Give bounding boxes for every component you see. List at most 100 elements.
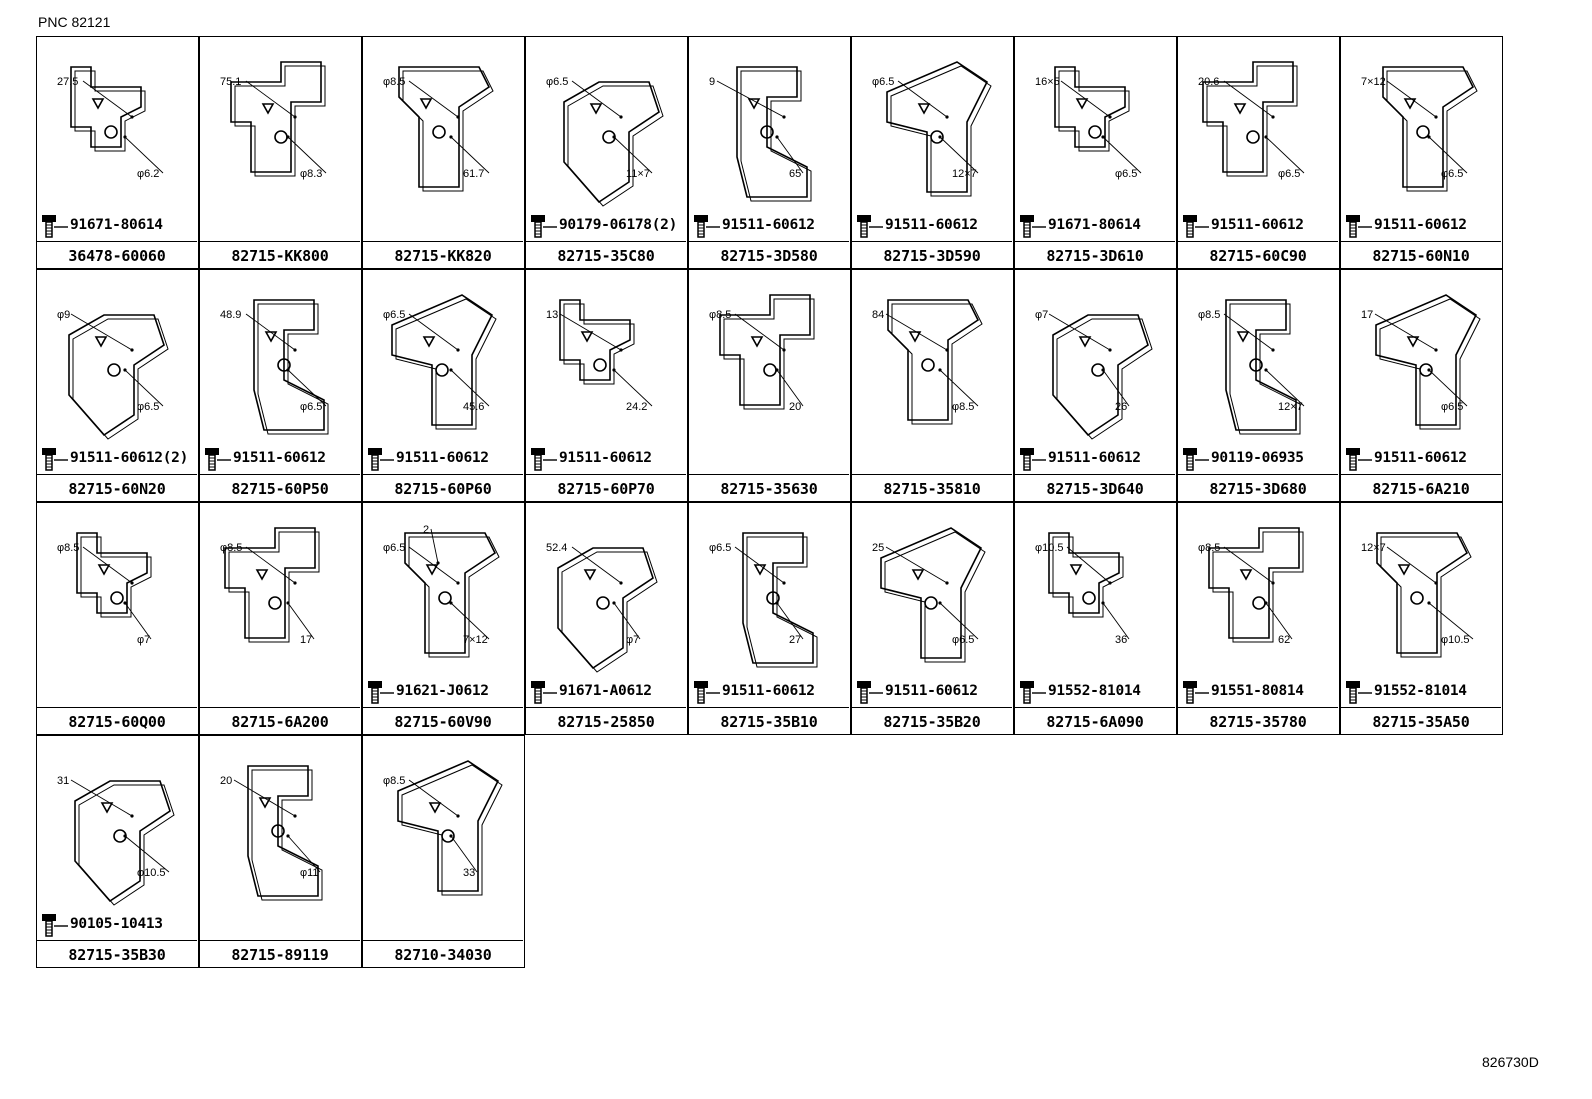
part-cell[interactable]: φ8.5 φ7 82715-60Q00 bbox=[36, 502, 199, 735]
part-number[interactable]: 82715-25850 bbox=[526, 707, 686, 736]
part-number[interactable]: 82715-89119 bbox=[200, 940, 360, 969]
part-number[interactable]: 82715-60C90 bbox=[1178, 241, 1338, 270]
fastener-number: 91511-60612 bbox=[396, 450, 489, 466]
dimension-label: 45.6 bbox=[463, 401, 484, 413]
fastener-callout: 91511-60612(2) bbox=[40, 446, 200, 472]
part-number[interactable]: 36478-60060 bbox=[37, 241, 197, 270]
part-number[interactable]: 82715-60P70 bbox=[526, 474, 686, 503]
part-number[interactable]: 82715-6A210 bbox=[1341, 474, 1501, 503]
dimension-label: φ7 bbox=[1035, 309, 1048, 321]
dimension-label: 20 bbox=[789, 401, 801, 413]
dimension-label: 61.7 bbox=[463, 168, 484, 180]
part-number[interactable]: 82715-60Q00 bbox=[37, 707, 197, 736]
part-number[interactable]: 82710-34030 bbox=[363, 940, 523, 969]
part-number[interactable]: 82715-60P60 bbox=[363, 474, 523, 503]
part-number[interactable]: 82715-35B30 bbox=[37, 940, 197, 969]
part-number[interactable]: 82715-35B10 bbox=[689, 707, 849, 736]
dimension-label: φ8.5 bbox=[1198, 542, 1220, 554]
dimension-label: φ7 bbox=[137, 634, 150, 646]
dimension-label: φ6.2 bbox=[137, 168, 159, 180]
part-number[interactable]: 82715-3D640 bbox=[1015, 474, 1175, 503]
dimension-label: 25 bbox=[872, 542, 884, 554]
part-number[interactable]: 82715-6A090 bbox=[1015, 707, 1175, 736]
part-number[interactable]: 82715-3D590 bbox=[852, 241, 1012, 270]
part-number[interactable]: 82715-3D580 bbox=[689, 241, 849, 270]
dimension-label: φ8.5 bbox=[1198, 309, 1220, 321]
bolt-icon bbox=[1346, 681, 1372, 704]
fastener-callout: 91511-60612 bbox=[692, 213, 852, 239]
part-number[interactable]: 82715-35C80 bbox=[526, 241, 686, 270]
fastener-callout: 90179-06178(2) bbox=[529, 213, 689, 239]
part-number[interactable]: 82715-35A50 bbox=[1341, 707, 1501, 736]
part-number[interactable]: 82715-35630 bbox=[689, 474, 849, 503]
fastener-callout: 91551-80814 bbox=[1181, 679, 1341, 705]
dimension-label: φ8.5 bbox=[57, 542, 79, 554]
part-number[interactable]: 82715-3D680 bbox=[1178, 474, 1338, 503]
part-number[interactable]: 82715-35810 bbox=[852, 474, 1012, 503]
dimension-label: 36 bbox=[1115, 634, 1127, 646]
part-number[interactable]: 82715-60P50 bbox=[200, 474, 360, 503]
part-number[interactable]: 82715-60N20 bbox=[37, 474, 197, 503]
dimension-label: 62 bbox=[1278, 634, 1290, 646]
part-number[interactable]: 82715-6A200 bbox=[200, 707, 360, 736]
part-number[interactable]: 82715-KK800 bbox=[200, 241, 360, 270]
dimension-label: φ6.5 bbox=[137, 401, 159, 413]
part-number[interactable]: 82715-KK820 bbox=[363, 241, 523, 270]
dimension-label: 12×7 bbox=[1361, 542, 1386, 554]
fastener-callout: 91511-60612 bbox=[366, 446, 526, 472]
dimension-label: φ8.5 bbox=[952, 401, 974, 413]
fastener-number: 91671-80614 bbox=[1048, 217, 1141, 233]
part-number[interactable]: 82715-60N10 bbox=[1341, 241, 1501, 270]
fastener-callout: 91671-80614 bbox=[1018, 213, 1178, 239]
dimension-label: 75.1 bbox=[220, 76, 241, 88]
part-number[interactable]: 82715-35B20 bbox=[852, 707, 1012, 736]
dimension-label: 12×7 bbox=[952, 168, 977, 180]
bolt-icon bbox=[694, 681, 720, 704]
bolt-icon bbox=[1346, 448, 1372, 471]
dimension-label: φ6.5 bbox=[872, 76, 894, 88]
part-number[interactable]: 82715-3D610 bbox=[1015, 241, 1175, 270]
dimension-label: φ6.5 bbox=[1441, 401, 1463, 413]
part-number[interactable]: 82715-35780 bbox=[1178, 707, 1338, 736]
dimension-label: φ6.5 bbox=[1115, 168, 1137, 180]
dimension-label: φ8.5 bbox=[220, 542, 242, 554]
fastener-callout: 91511-60612 bbox=[1181, 213, 1341, 239]
part-number[interactable]: 82715-60V90 bbox=[363, 707, 523, 736]
bracket-illustration: φ10.536 bbox=[1035, 532, 1130, 646]
dimension-label: 52.4 bbox=[546, 542, 567, 554]
bolt-icon bbox=[531, 681, 557, 704]
